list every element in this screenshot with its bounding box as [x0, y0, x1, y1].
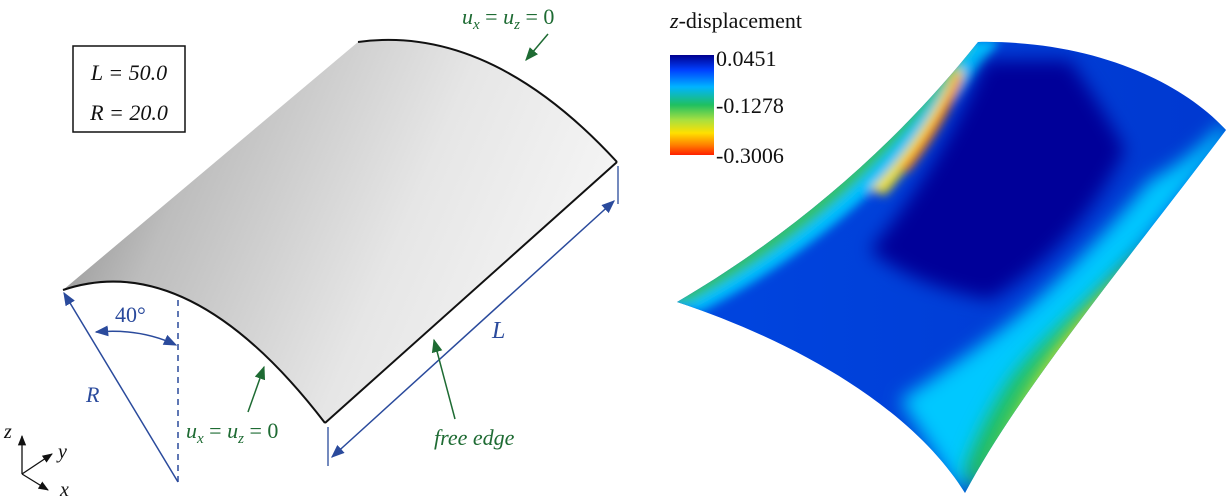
x-axis-arrow [21, 473, 49, 491]
legend-mid: -0.1278 [716, 93, 784, 118]
x-axis-label: x [59, 479, 69, 499]
legend-title: z-displacement [669, 8, 802, 33]
coordinate-axes: z y x [3, 421, 69, 499]
bc-top-arrow [525, 33, 549, 62]
legend-max: 0.0451 [716, 46, 777, 71]
bc-top-label: ux = uz = 0 [462, 4, 554, 33]
length-dimension-line [331, 200, 615, 458]
shell-front-edge [62, 280, 326, 424]
bc-top-annotation: ux = uz = 0 [462, 4, 554, 62]
colorbar-legend: z-displacement 0.0451 -0.1278 -0.3006 [669, 8, 802, 168]
colorbar [670, 55, 714, 155]
free-edge-label: free edge [434, 425, 515, 450]
free-edge-annotation: free edge [431, 338, 515, 450]
length-label: L [491, 318, 505, 344]
z-axis-label: z [3, 421, 12, 443]
radius-line [63, 291, 179, 483]
free-edge-arrow [431, 338, 456, 420]
angle-arc [94, 325, 178, 346]
bc-bottom-label: ux = uz = 0 [186, 418, 278, 447]
length-dimension: L [327, 166, 619, 466]
param-radius: R = 20.0 [89, 100, 168, 125]
legend-min: -0.3006 [716, 143, 784, 168]
shell-back-edge [357, 38, 618, 163]
y-axis-label: y [56, 441, 67, 463]
radius-label: R [85, 382, 100, 407]
bc-bottom-annotation: ux = uz = 0 [186, 365, 278, 447]
angle-label: 40° [115, 302, 146, 327]
parameter-box: L = 50.0 R = 20.0 [72, 45, 186, 133]
y-axis-arrow [21, 453, 53, 475]
bc-bottom-arrow [247, 365, 266, 413]
radius-annotation: 40° R [63, 291, 179, 483]
param-length: L = 50.0 [90, 60, 167, 85]
